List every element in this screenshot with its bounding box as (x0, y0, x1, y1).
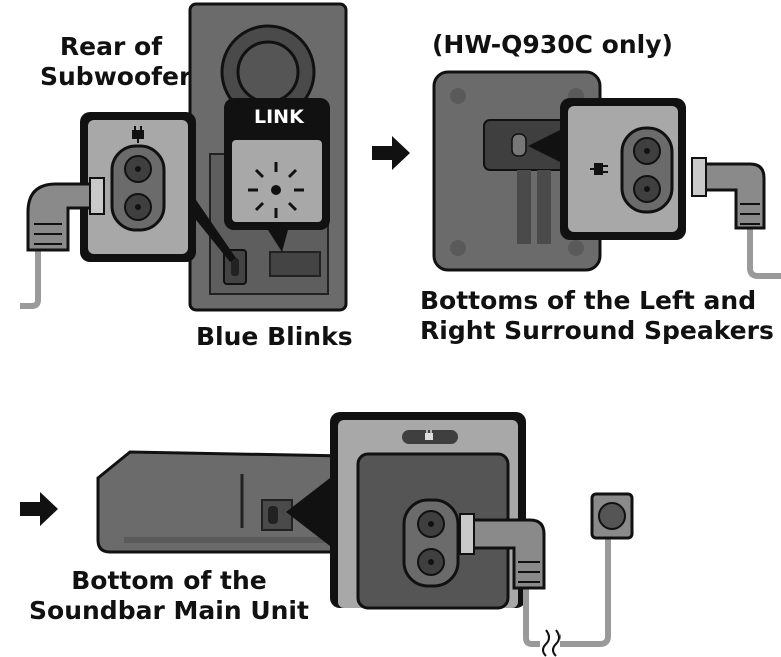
subwoofer-power-zoom (80, 112, 236, 262)
right-arrow-icon-2 (20, 492, 58, 526)
soundbar-power-cable (459, 513, 611, 657)
surround-power-zoom (528, 98, 686, 240)
rear-of-subwoofer-line-2: Subwoofer (40, 62, 192, 91)
subwoofer-power-cable (20, 177, 105, 309)
rear-of-subwoofer-line-1: Rear of (59, 32, 163, 61)
soundbar-bottom (96, 450, 348, 554)
surround-power-cable (691, 157, 781, 279)
blue-blinks-label: Blue Blinks (196, 322, 353, 351)
right-arrow-icon (372, 136, 410, 170)
soundbar-line-1: Bottom of the (71, 566, 267, 595)
soundbar-main-unit-label: Bottom of the Soundbar Main Unit (24, 566, 314, 626)
rear-of-subwoofer-label: Rear of Subwoofer (40, 32, 192, 92)
q930c-only-label: (HW-Q930C only) (432, 30, 673, 59)
link-zoom (224, 98, 330, 252)
power-plug-icon-2 (590, 163, 608, 175)
link-label: LINK (254, 106, 304, 128)
surround-speakers-label: Bottoms of the Left and Right Surround S… (420, 286, 774, 346)
surround-line-2: Right Surround Speakers (420, 316, 774, 345)
soundbar-line-2: Soundbar Main Unit (29, 596, 309, 625)
power-plug-icon-3 (425, 430, 433, 440)
surround-line-1: Bottoms of the Left and (420, 286, 757, 315)
soundbar-power-zoom (286, 412, 526, 610)
power-plug-icon (132, 126, 144, 143)
wall-outlet-icon (590, 492, 634, 540)
blinking-light-icon (248, 162, 304, 218)
